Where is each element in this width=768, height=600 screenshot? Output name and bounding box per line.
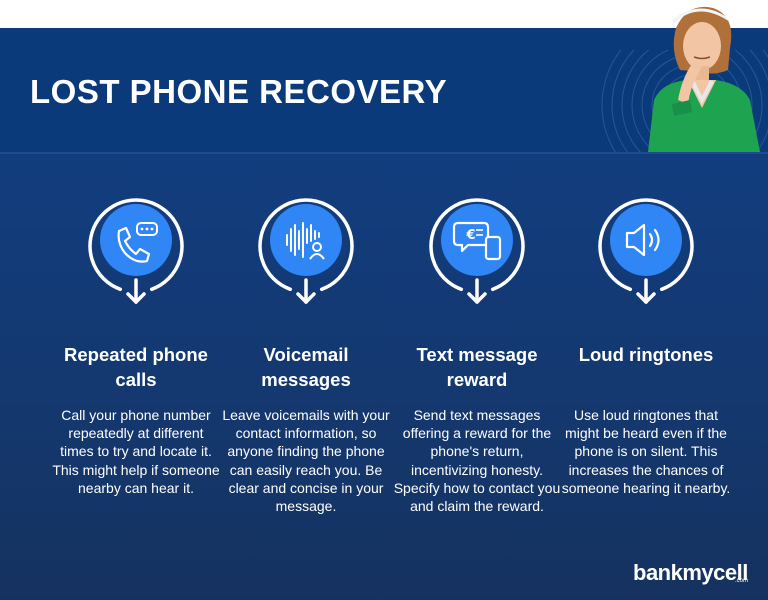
svg-text:€: € — [465, 228, 475, 243]
page-title: LOST PHONE RECOVERY — [30, 73, 448, 110]
card-title: Voicemail messages — [261, 344, 351, 390]
reward-message-icon: € — [429, 198, 525, 304]
phone-call-icon — [88, 198, 184, 304]
top-strip — [0, 0, 768, 28]
card-title: Repeated phone calls — [64, 344, 208, 390]
brand-logo-suffix: .com — [735, 578, 749, 584]
speaker-icon — [598, 198, 694, 304]
card-title: Loud ringtones — [578, 344, 714, 365]
voicemail-icon — [258, 198, 354, 304]
card-description: Send text messages offering a reward for… — [393, 407, 561, 515]
card-title: Text message reward — [416, 344, 538, 390]
header-banner — [0, 28, 768, 152]
thinking-woman-image — [648, 6, 760, 152]
header-divider — [0, 152, 768, 154]
brand-logo: bankmycell — [633, 560, 748, 585]
card-description: Leave voicemails with your contact infor… — [222, 407, 390, 515]
card-description: Use loud ringtones that might be heard e… — [561, 407, 731, 496]
card-description: Call your phone number repeatedly at dif… — [52, 407, 220, 496]
